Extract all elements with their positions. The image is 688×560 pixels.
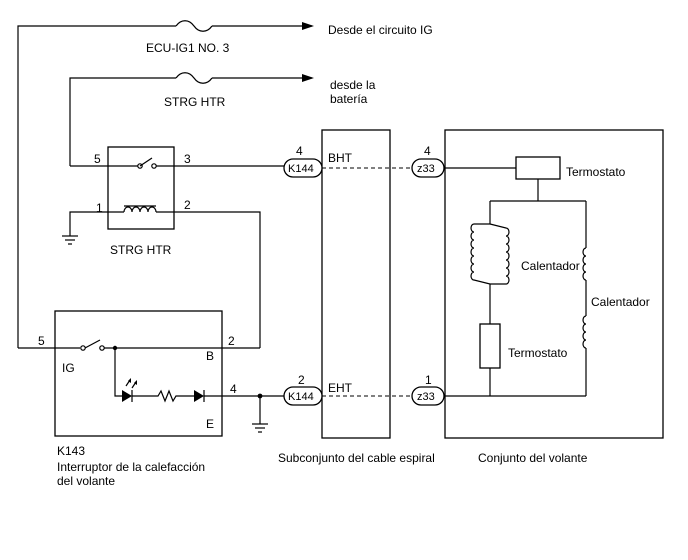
switch-k143-box bbox=[54, 310, 223, 437]
switch-name-line1: Interruptor de la calefacción bbox=[57, 460, 205, 474]
thermostat-top-label: Termostato bbox=[566, 165, 626, 179]
connector-k144-top bbox=[283, 158, 323, 178]
battery-feed-wire bbox=[69, 72, 314, 166]
thermostat-lower-label: Termostato bbox=[508, 346, 568, 360]
arrow-battery-icon bbox=[302, 74, 314, 82]
heater-outer-upper-icon bbox=[582, 247, 587, 281]
fuse-ecu-ig1-symbol bbox=[175, 20, 213, 32]
switch-pin-5: 5 bbox=[38, 334, 45, 348]
relay-pin-3: 3 bbox=[184, 152, 191, 166]
fuse-strg-htr-label: STRG HTR bbox=[164, 95, 226, 109]
switch-k143-internal bbox=[18, 339, 260, 397]
connector-k144-top-code: K144 bbox=[288, 163, 314, 175]
connector-k144-bottom-pin: 2 bbox=[298, 373, 305, 387]
relay-label: STRG HTR bbox=[110, 243, 172, 257]
connector-k144-bottom-code: K144 bbox=[288, 391, 314, 403]
thermostat-lower-symbol bbox=[479, 323, 501, 369]
fuse-ecu-ig1-label: ECU-IG1 NO. 3 bbox=[146, 41, 230, 55]
spiral-cable-label: Subconjunto del cable espiral bbox=[278, 451, 435, 465]
ground-switch-icon bbox=[252, 396, 268, 433]
ig-source-label: Desde el circuito IG bbox=[328, 23, 433, 37]
fuse-strg-htr-symbol bbox=[175, 72, 213, 84]
relay-coil-symbol bbox=[69, 205, 261, 348]
connector-z33-bottom-code: z33 bbox=[417, 391, 435, 403]
steering-wheel-label: Conjunto del volante bbox=[478, 451, 588, 465]
ig-feed-wire bbox=[17, 20, 314, 348]
relay-contact-symbol bbox=[70, 157, 284, 169]
relay-box bbox=[107, 146, 175, 230]
spiral-eht-label: EHT bbox=[328, 381, 353, 395]
heater-inner-label: Calentador bbox=[521, 259, 580, 273]
connector-z33-top-pin: 4 bbox=[424, 144, 431, 158]
relay-pin-1: 1 bbox=[96, 201, 103, 215]
switch-terminal-e: E bbox=[206, 417, 214, 431]
switch-pin-2: 2 bbox=[228, 334, 235, 348]
relay-pin-5: 5 bbox=[94, 152, 101, 166]
connector-z33-top-code: z33 bbox=[417, 163, 435, 175]
connector-z33-bottom-pin: 1 bbox=[425, 373, 432, 387]
spiral-cable-box bbox=[321, 129, 391, 439]
connector-k144-bottom bbox=[283, 386, 323, 406]
battery-source-label-1: desde la bbox=[330, 78, 376, 92]
connector-k144-top-pin: 4 bbox=[296, 144, 303, 158]
spiral-bht-label: BHT bbox=[328, 151, 353, 165]
relay-pin-2: 2 bbox=[184, 198, 191, 212]
steering-wheel-wiring bbox=[444, 167, 587, 397]
switch-code: K143 bbox=[57, 444, 85, 458]
steering-wheel-box bbox=[444, 129, 664, 439]
thermostat-top-symbol bbox=[515, 156, 561, 180]
diode-icon bbox=[194, 390, 284, 402]
switch-name-line2: del volante bbox=[57, 474, 115, 488]
switch-pin-4: 4 bbox=[230, 382, 237, 396]
switch-terminal-ig: IG bbox=[62, 361, 75, 375]
ground-relay-icon bbox=[62, 235, 78, 245]
battery-source-label-2: batería bbox=[330, 92, 368, 106]
resistor-icon bbox=[132, 389, 194, 403]
heater-outer-label: Calentador bbox=[591, 295, 650, 309]
heater-inner-icon bbox=[470, 223, 510, 285]
arrow-ig-icon bbox=[302, 22, 314, 30]
heater-outer-lower-icon bbox=[582, 315, 587, 349]
switch-terminal-b: B bbox=[206, 349, 214, 363]
